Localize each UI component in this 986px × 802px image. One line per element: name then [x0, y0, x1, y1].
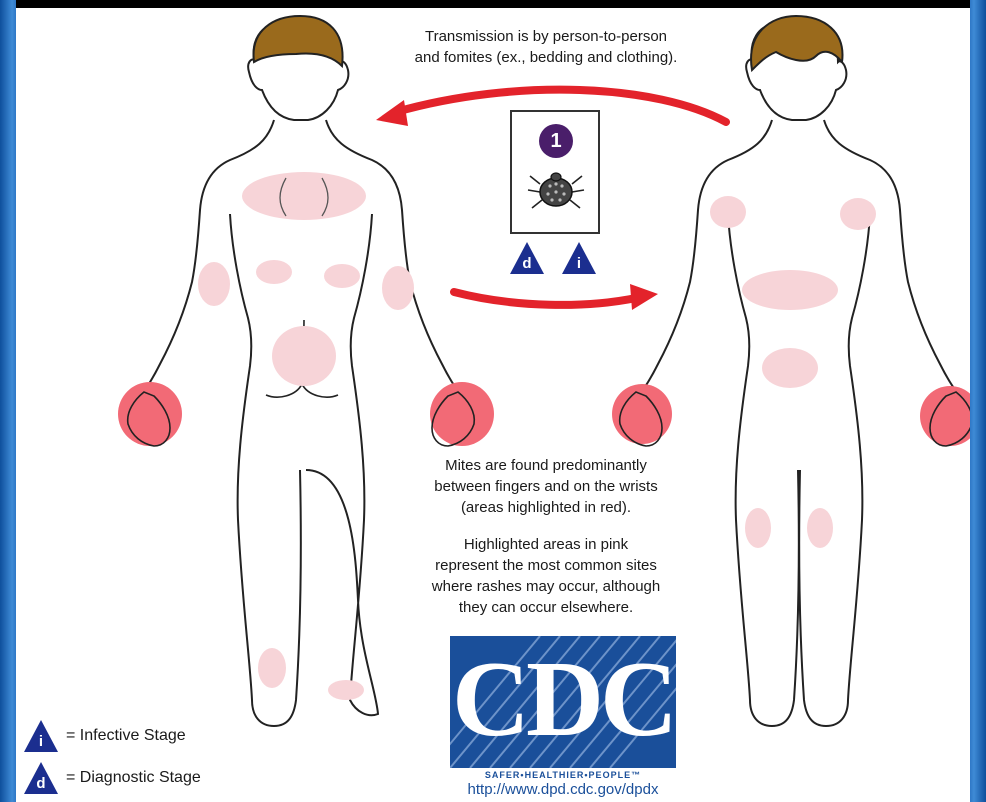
back-view-rash-left-elbow	[198, 262, 230, 306]
stage-number-badge: 1	[539, 124, 573, 158]
mite-icon	[526, 164, 586, 220]
legend-diagnostic: d = Diagnostic Stage	[22, 760, 201, 796]
stage-card: 1	[510, 110, 600, 234]
back-view-rash-buttocks	[272, 326, 336, 386]
arrow-bottom-head	[630, 284, 658, 310]
front-view-rash-waist	[742, 270, 838, 310]
cdc-logo-text: CDC	[450, 640, 676, 760]
rash-caption: Highlighted areas in pink represent the …	[386, 534, 706, 618]
cdc-url-link[interactable]: http://www.dpd.cdc.gov/dpdx	[400, 781, 726, 798]
transmission-line-1: Transmission is by person-to-person	[346, 26, 746, 47]
front-view-body-outline	[640, 120, 958, 726]
front-view-rash-groin	[762, 348, 818, 388]
front-view-rash-right-knee	[807, 508, 833, 548]
rash-line-1: Highlighted areas in pink	[386, 534, 706, 555]
infective-badge-letter: i	[560, 255, 598, 273]
legend-infective-badge: i	[22, 718, 60, 754]
front-view-right-hand-mite-area	[920, 386, 970, 446]
front-view-rash-right-armpit	[840, 198, 876, 230]
rash-line-2: represent the most common sites	[386, 555, 706, 576]
cdc-tagline: SAFER•HEALTHIER•PEOPLE™	[450, 770, 676, 780]
diagram-panel: Transmission is by person-to-person and …	[16, 0, 970, 802]
legend-diagnostic-badge: d	[22, 760, 60, 796]
front-view-rash-left-knee	[745, 508, 771, 548]
back-view-rash-left-waist	[256, 260, 292, 284]
legend-infective-label: = Infective Stage	[66, 727, 186, 745]
front-view-rash-left-armpit	[710, 196, 746, 228]
back-view-left-hand-mite-area	[118, 382, 182, 446]
mites-line-2: between fingers and on the wrists	[386, 476, 706, 497]
infective-stage-badge: i	[560, 240, 598, 276]
mites-caption: Mites are found predominantly between fi…	[386, 455, 706, 518]
legend-diagnostic-letter: d	[22, 775, 60, 793]
mites-line-3: (areas highlighted in red).	[386, 497, 706, 518]
diagnostic-stage-badge: d	[508, 240, 546, 276]
arrow-top-head	[376, 100, 408, 126]
back-view-rash-ankle	[258, 648, 286, 688]
legend-infective-letter: i	[22, 733, 60, 751]
rash-line-4: they can occur elsewhere.	[386, 597, 706, 618]
back-view-rash-right-waist	[324, 264, 360, 288]
front-view-figure	[612, 16, 970, 726]
back-view-rash-foot	[328, 680, 364, 700]
rash-line-3: where rashes may occur, although	[386, 576, 706, 597]
back-view-rash-upper-back	[242, 172, 366, 220]
back-view-rash-right-elbow	[382, 266, 414, 310]
cdc-logo: CDC	[450, 636, 676, 768]
arrow-bottom-curve	[454, 292, 636, 305]
back-view-right-hand-mite-area	[430, 382, 494, 446]
legend-infective: i = Infective Stage	[22, 718, 186, 754]
transmission-caption: Transmission is by person-to-person and …	[346, 26, 746, 68]
mites-line-1: Mites are found predominantly	[386, 455, 706, 476]
legend-diagnostic-label: = Diagnostic Stage	[66, 769, 201, 787]
diagnostic-badge-letter: d	[508, 255, 546, 273]
back-view-figure	[118, 16, 494, 726]
transmission-line-2: and fomites (ex., bedding and clothing).	[346, 47, 746, 68]
